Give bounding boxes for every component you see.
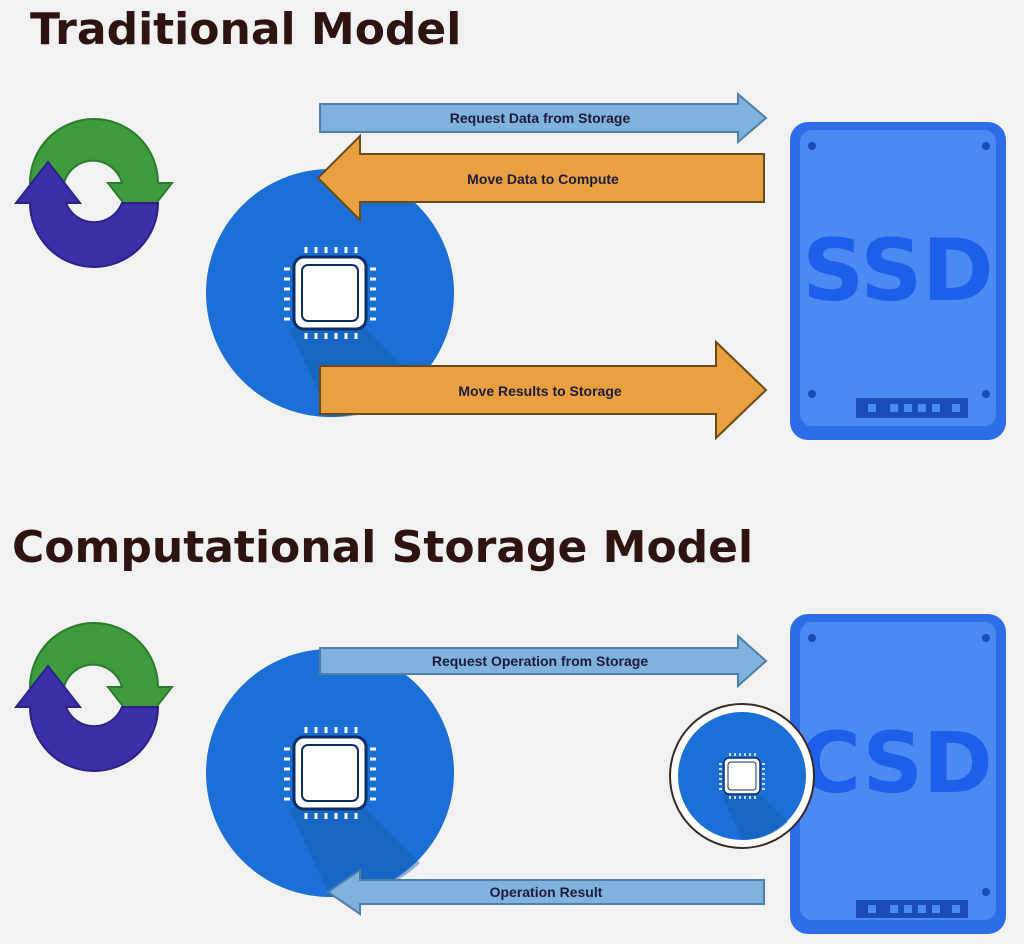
ssd-drive-icon: SSD <box>790 122 1006 440</box>
ssd-label: SSD <box>802 221 993 321</box>
request-operation-label: Request Operation from Storage <box>432 653 648 669</box>
move-data-label: Move Data to Compute <box>467 171 619 187</box>
operation-result-arrow: Operation Result <box>326 868 765 916</box>
traditional-model-title: Traditional Model <box>30 4 462 55</box>
request-operation-arrow: Request Operation from Storage <box>319 633 768 689</box>
operation-result-label: Operation Result <box>490 884 603 900</box>
cycle-icon <box>15 622 173 772</box>
csd-label: CSD <box>799 714 992 812</box>
request-data-arrow: Request Data from Storage <box>319 91 768 145</box>
csd-drive-icon: CSD <box>790 614 1006 934</box>
move-data-arrow: Move Data to Compute <box>316 133 765 223</box>
move-results-arrow: Move Results to Storage <box>319 339 768 441</box>
cpu-icon <box>206 649 454 898</box>
request-data-label: Request Data from Storage <box>450 110 631 126</box>
cycle-icon <box>15 118 173 268</box>
move-results-label: Move Results to Storage <box>458 383 622 399</box>
embedded-cpu-icon <box>669 703 815 849</box>
computational-storage-model-title: Computational Storage Model <box>12 522 754 573</box>
